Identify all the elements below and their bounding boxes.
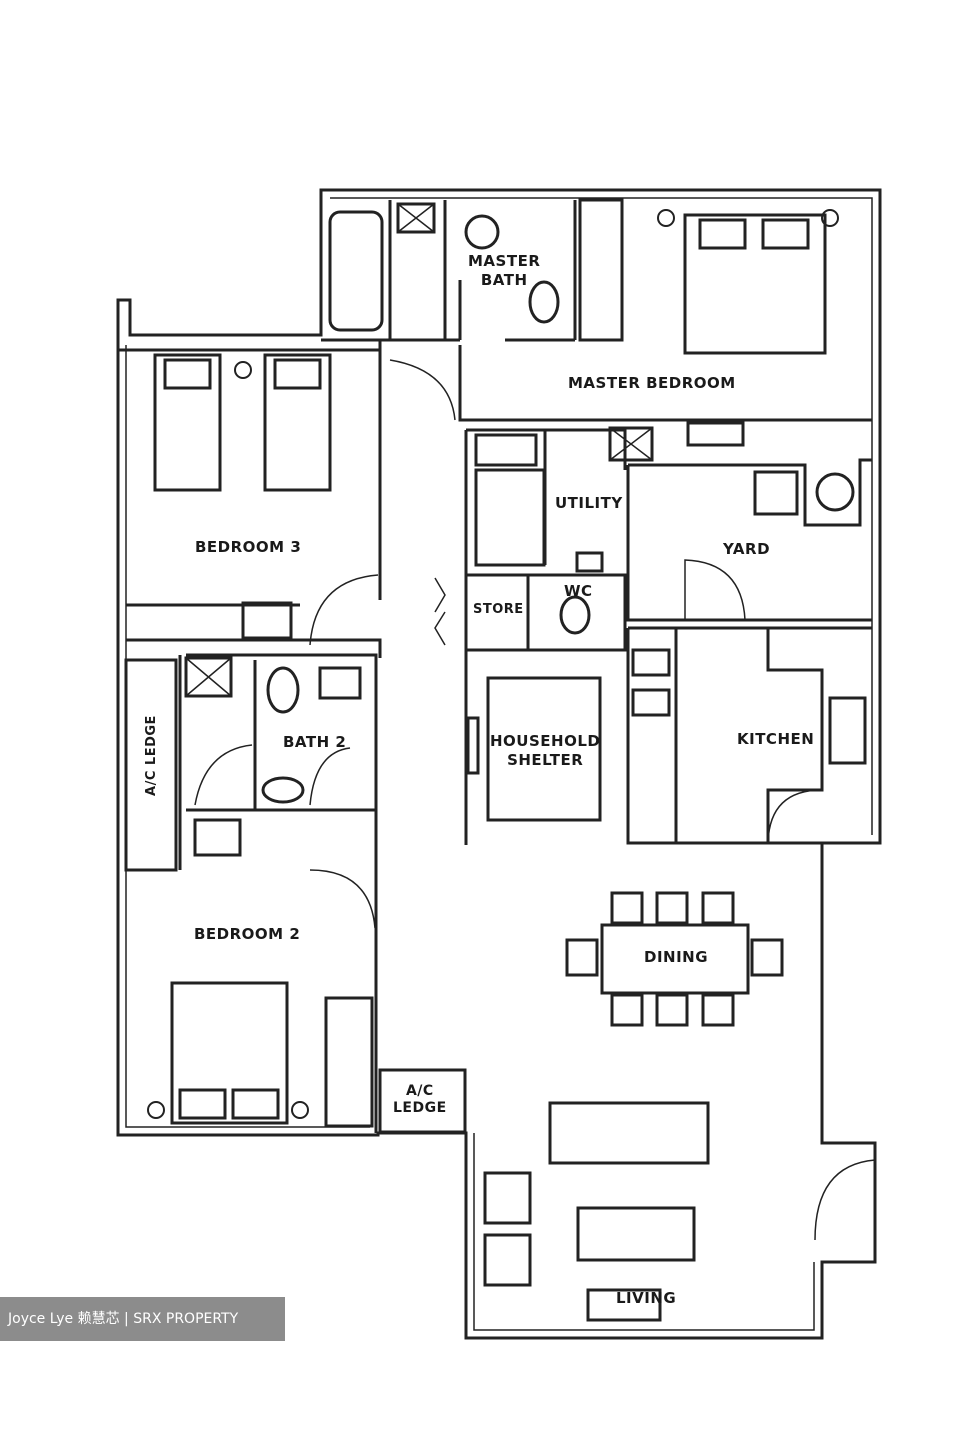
pillow [178, 1088, 227, 1120]
wardrobe [324, 996, 374, 1128]
chair [655, 993, 689, 1027]
utility-label: UTILITY [555, 494, 623, 512]
sofa [548, 1101, 710, 1165]
pillow [761, 218, 810, 250]
pillow [698, 218, 747, 250]
household-shelter-label: HOUSEHOLD SHELTER [490, 732, 601, 769]
bed [170, 981, 289, 1125]
washing-machine [753, 470, 799, 516]
stove [631, 688, 671, 717]
washer [474, 433, 538, 467]
toilet [266, 666, 300, 714]
store-label: STORE [473, 602, 524, 617]
chair [701, 891, 735, 925]
household-shelter [486, 676, 602, 822]
ac-ledge-label: A/C LEDGE [393, 1083, 447, 1116]
bedroom3-label: BEDROOM 3 [195, 538, 302, 556]
wall [464, 428, 628, 845]
basin [464, 214, 500, 250]
wall [126, 638, 382, 658]
door-arc [767, 789, 823, 843]
chair [610, 993, 644, 1027]
inner-wall [330, 197, 873, 835]
shelter-door [466, 716, 480, 775]
bathtub [328, 210, 384, 332]
door-arc [309, 747, 351, 806]
wall [626, 626, 872, 845]
living-label: LIVING [616, 1289, 677, 1307]
bath2-label: BATH 2 [283, 733, 347, 751]
vanity [193, 818, 242, 857]
fridge [828, 696, 867, 765]
water-heater [815, 472, 855, 512]
door-arc [814, 1159, 876, 1241]
stove [631, 648, 671, 677]
master-bath-label: MASTER BATH [468, 252, 541, 289]
bedroom2-label: BEDROOM 2 [194, 925, 301, 943]
door-leaf [434, 577, 446, 646]
chair [750, 938, 784, 977]
door-arc [309, 869, 376, 929]
door-arc [684, 559, 746, 621]
door-arc [389, 359, 456, 421]
yard-label: YARD [723, 540, 771, 558]
tv-console [586, 1288, 662, 1322]
wc-label: WC [564, 582, 593, 600]
fan-symbol [657, 209, 675, 227]
chair [701, 993, 735, 1027]
chair [565, 938, 599, 977]
shower-tray [184, 656, 233, 698]
bed [263, 353, 332, 492]
basin [318, 666, 362, 700]
toilet [528, 280, 560, 324]
desk [241, 601, 293, 640]
wardrobe [474, 468, 546, 567]
pillow [231, 1088, 280, 1120]
shower-cross [609, 427, 653, 461]
shower-cross [397, 203, 435, 233]
shower-tray [608, 426, 654, 462]
toilet [559, 595, 591, 635]
armchair [483, 1233, 532, 1287]
door-arc [194, 744, 253, 806]
ac-ledge-box [378, 1068, 467, 1134]
chair [610, 891, 644, 925]
wall [118, 340, 382, 607]
armchair [483, 1171, 532, 1225]
bed [153, 353, 222, 492]
pillow [273, 358, 322, 390]
fan-symbol [147, 1101, 165, 1119]
master-bedroom-label: MASTER BEDROOM [568, 374, 736, 392]
wall [178, 653, 378, 870]
fan-symbol [234, 361, 252, 379]
inner-wall [473, 1133, 815, 1331]
shower-tray [396, 202, 436, 234]
desk [686, 421, 745, 447]
wall [321, 200, 577, 342]
fan-symbol [291, 1101, 309, 1119]
ac-ledge-vertical-label: A/C LEDGE [143, 715, 159, 796]
watermark: Joyce Lye 赖慧芯 | SRX PROPERTY [0, 1297, 285, 1341]
coffee-table [576, 1206, 696, 1262]
fan-symbol [821, 209, 839, 227]
wall [458, 345, 872, 422]
pillow [163, 358, 212, 390]
dining-table [600, 923, 750, 995]
wardrobe [578, 198, 624, 342]
wall [626, 458, 872, 622]
master-bed [683, 213, 827, 355]
shower-cross [185, 657, 232, 697]
basin [575, 551, 604, 573]
door-arc [309, 574, 379, 646]
kitchen-label: KITCHEN [737, 730, 815, 748]
chair [655, 891, 689, 925]
basin [261, 776, 305, 804]
dining-label: DINING [644, 948, 709, 966]
ac-ledge [124, 658, 178, 872]
